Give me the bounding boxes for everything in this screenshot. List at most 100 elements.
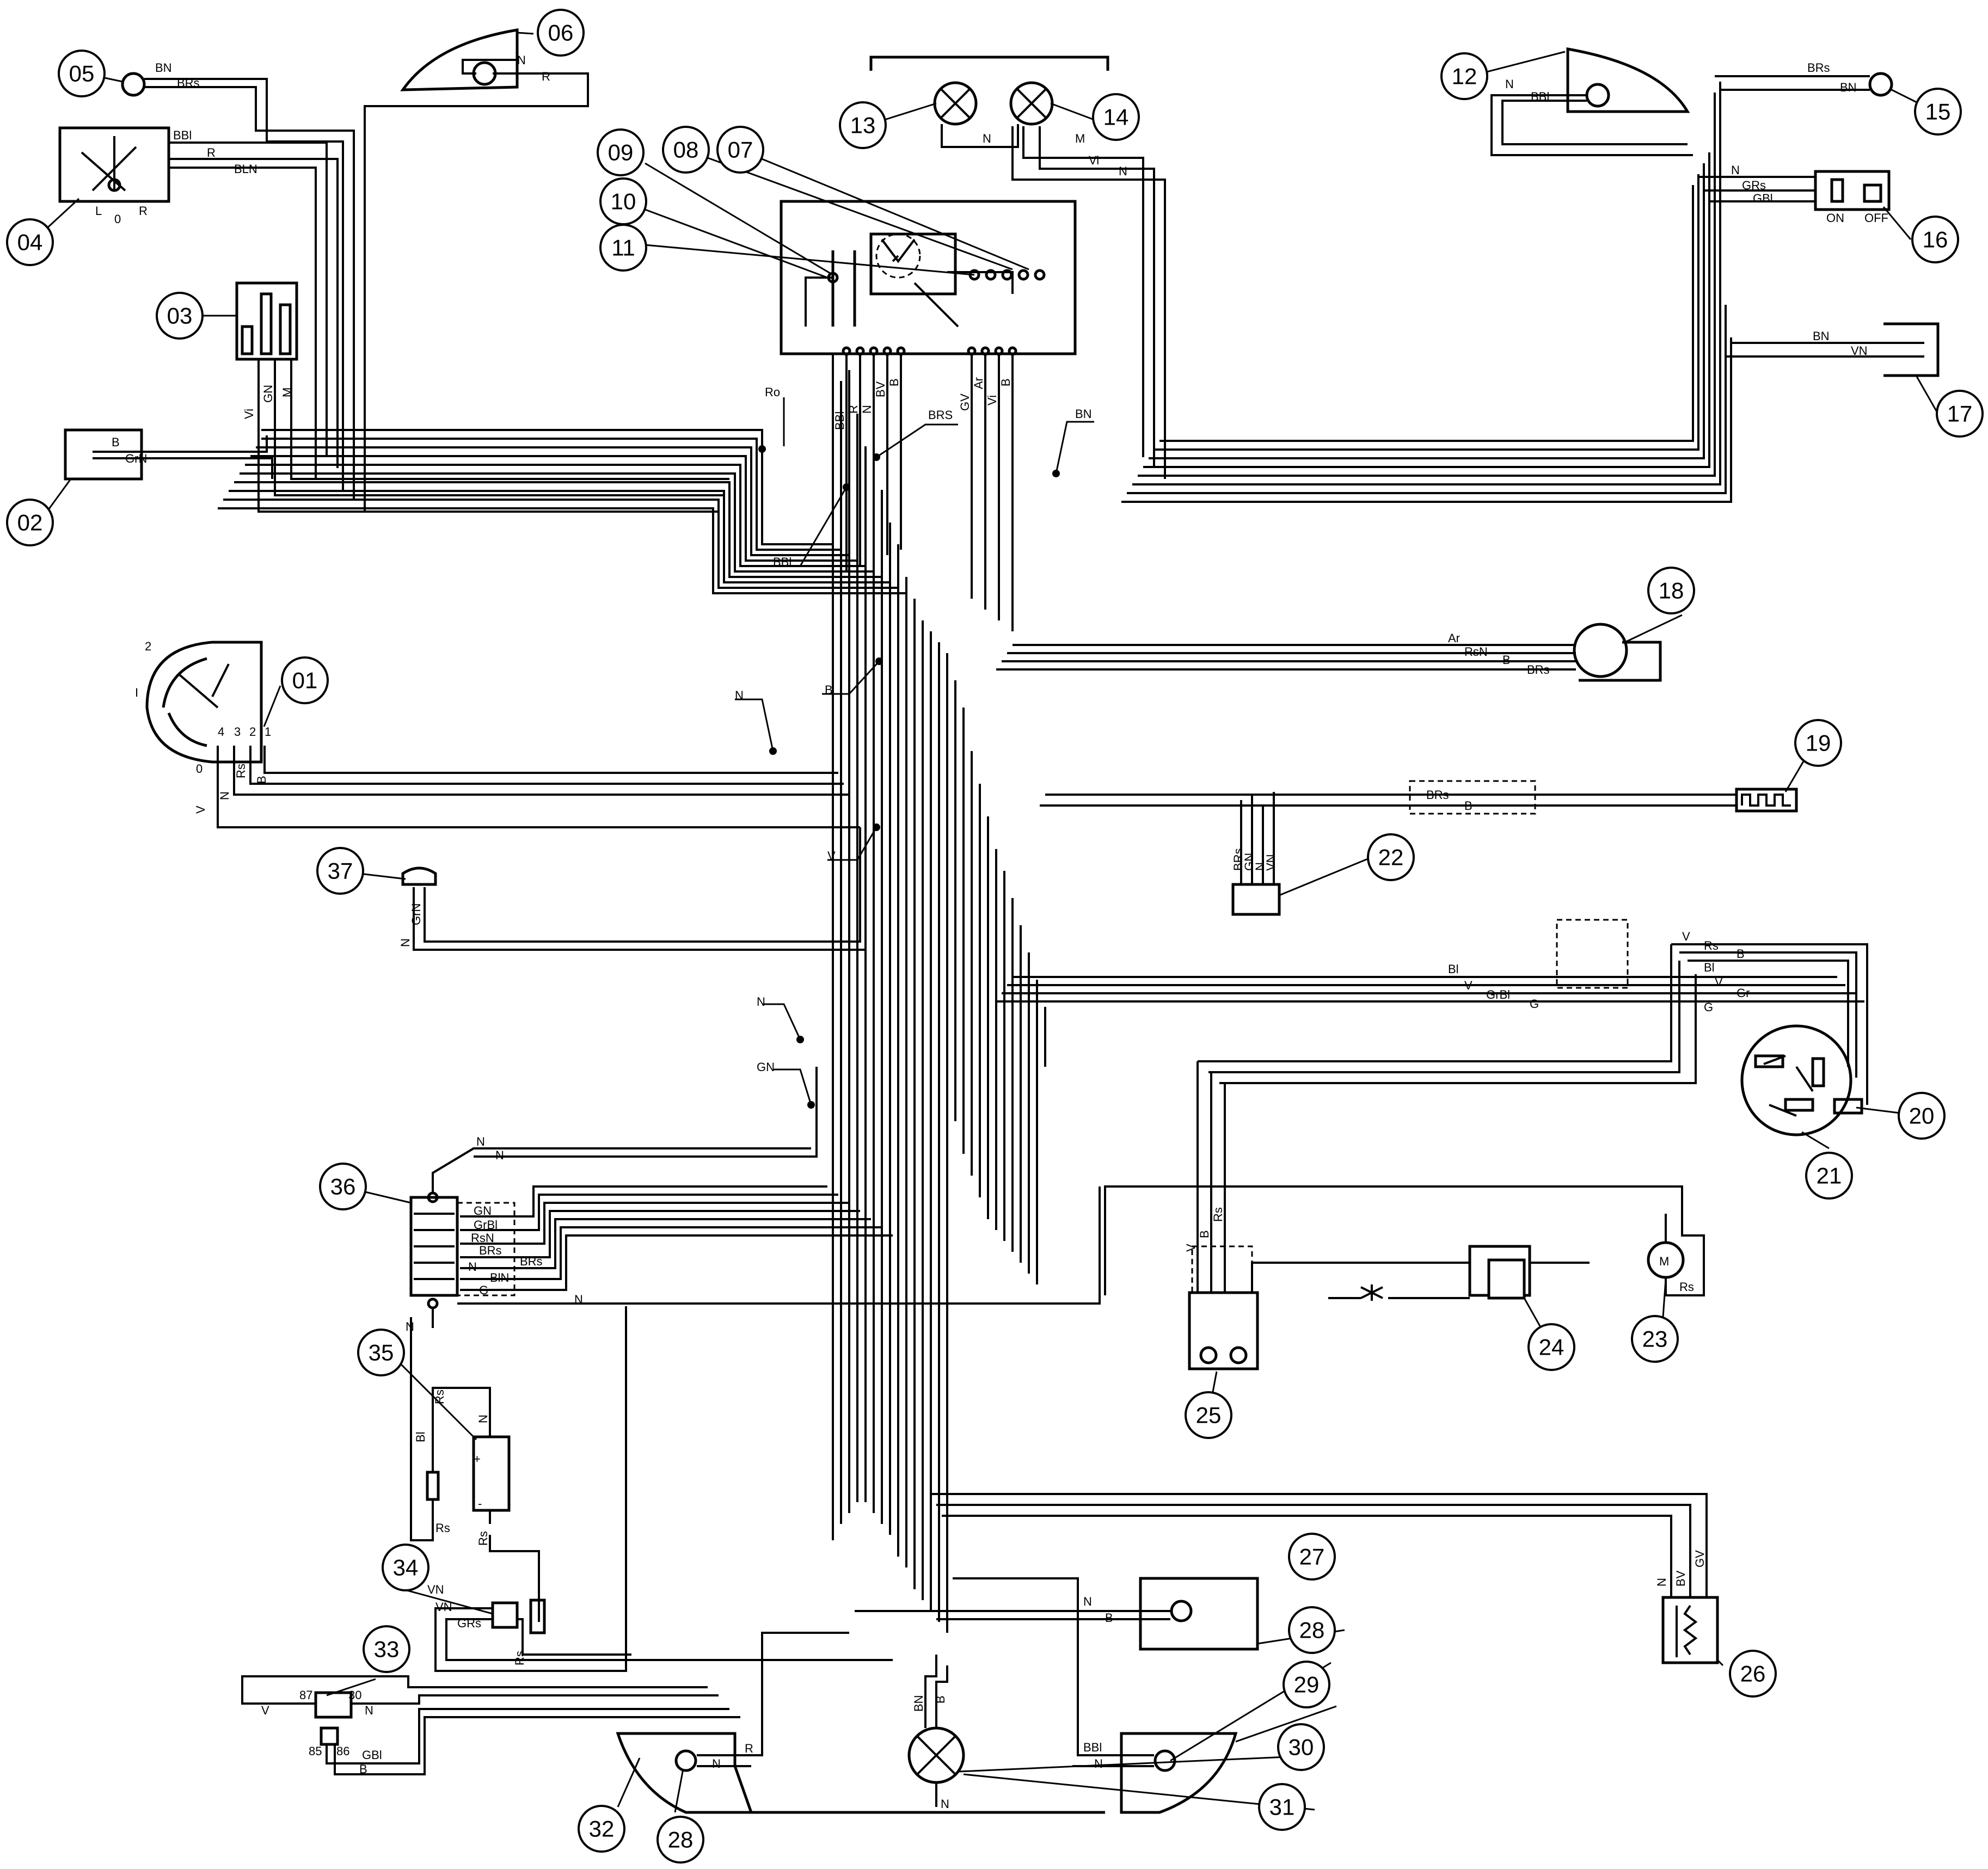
wire-n: N bbox=[476, 1415, 490, 1423]
ignition-pos-2: 2 bbox=[145, 640, 151, 653]
wire-n: N bbox=[712, 1757, 721, 1770]
wire-grn: GrN bbox=[125, 452, 147, 465]
wire-vi: Vi bbox=[1089, 153, 1099, 167]
component-06: N R bbox=[364, 28, 589, 512]
callout-01: 01 bbox=[281, 656, 329, 704]
ignition-pos-0: 0 bbox=[196, 762, 203, 776]
wire-grn: GrN bbox=[409, 903, 423, 925]
component-33: V N GBl B 87 30 85 86 bbox=[241, 1675, 740, 1776]
svg-text:33: 33 bbox=[374, 1637, 400, 1662]
callout-13: 13 bbox=[839, 101, 887, 149]
wire-bln: BLN bbox=[234, 162, 257, 176]
component-05: BN BRs bbox=[121, 61, 355, 501]
callout-11: 11 bbox=[599, 224, 647, 272]
callout-05: 05 bbox=[58, 50, 106, 97]
wire-v: V bbox=[827, 849, 836, 863]
wire-bbl: BBl bbox=[173, 128, 192, 142]
component-19: BRs B bbox=[1040, 780, 1798, 815]
ignition-pos-I: I bbox=[135, 686, 138, 699]
callout-23: 23 bbox=[1631, 1315, 1679, 1363]
wire-m: M bbox=[280, 388, 294, 397]
component-20-21: V Rs B Bl V Gr G Bl V GrBl G bbox=[996, 919, 1868, 1136]
svg-text:05: 05 bbox=[69, 61, 95, 87]
callout-36: 36 bbox=[319, 1163, 367, 1210]
callout-32: 32 bbox=[578, 1805, 625, 1853]
wire-brs: BRs bbox=[1807, 61, 1830, 75]
ignition-switch: 2 I 0 4 3 2 1 V N Rs B bbox=[135, 640, 860, 828]
callout-37: 37 bbox=[316, 847, 364, 895]
callout-04: 04 bbox=[6, 218, 54, 266]
wire-ar: Ar bbox=[1448, 631, 1460, 645]
wire-v: V bbox=[1682, 930, 1690, 943]
wire-n: N bbox=[406, 1320, 414, 1333]
wire-bn: BN bbox=[912, 1695, 925, 1712]
svg-text:26: 26 bbox=[1740, 1661, 1766, 1687]
component-18: Ar RsN B BRs bbox=[996, 623, 1662, 682]
wire-brs: BRs bbox=[1527, 663, 1550, 677]
svg-text:04: 04 bbox=[17, 230, 43, 255]
callout-08: 08 bbox=[662, 126, 710, 174]
motor-m-label: M bbox=[1659, 1255, 1669, 1268]
callout-09: 09 bbox=[597, 128, 645, 176]
svg-text:15: 15 bbox=[1925, 99, 1951, 125]
wire-b: B bbox=[1198, 1230, 1211, 1238]
ignition-pin-2: 2 bbox=[249, 725, 256, 739]
component-24 bbox=[1328, 1245, 1590, 1301]
wire-n: N bbox=[860, 405, 874, 414]
svg-text:30: 30 bbox=[1288, 1735, 1314, 1760]
ignition-pin-4: 4 bbox=[218, 725, 224, 739]
component-22: BRs GN N VN bbox=[1231, 792, 1281, 916]
svg-text:28: 28 bbox=[668, 1827, 694, 1853]
callouts: 01 02 03 04 05 06 07 08 09 10 11 12 13 1… bbox=[6, 9, 1984, 1864]
wire-gbl: GBl bbox=[362, 1748, 382, 1762]
wire-n: N bbox=[218, 791, 231, 800]
component-26: N BV GV bbox=[931, 1493, 1719, 1664]
svg-text:09: 09 bbox=[608, 140, 634, 165]
wire-gv: GV bbox=[1693, 1550, 1707, 1567]
wire-grbl: GrBl bbox=[474, 1218, 498, 1232]
wire-n: N bbox=[941, 1797, 949, 1811]
svg-text:19: 19 bbox=[1806, 730, 1831, 756]
wire-b: B bbox=[1464, 799, 1472, 813]
wire-rs: Rs bbox=[513, 1651, 526, 1665]
callout-15: 15 bbox=[1914, 88, 1962, 136]
wire-rs: Rs bbox=[435, 1521, 450, 1535]
wire-b: B bbox=[112, 435, 120, 449]
component-03: Vi GN M bbox=[235, 281, 729, 513]
wire-rs: Rs bbox=[1704, 939, 1719, 952]
trunk-labels: Ro BRS BN BBl B N V N GN bbox=[735, 385, 1094, 1109]
svg-text:34: 34 bbox=[393, 1555, 419, 1581]
callout-30: 30 bbox=[1277, 1723, 1325, 1771]
wire-b: B bbox=[999, 378, 1013, 386]
wire-rsn: RsN bbox=[471, 1231, 494, 1245]
svg-text:02: 02 bbox=[17, 510, 43, 536]
wire-n: N bbox=[1731, 163, 1740, 177]
callout-14: 14 bbox=[1092, 93, 1140, 141]
wire-gn: GN bbox=[1242, 853, 1256, 871]
svg-text:32: 32 bbox=[589, 1816, 615, 1842]
component-12: N BBl bbox=[1490, 47, 1693, 156]
wire-bbl: BBl bbox=[1083, 1741, 1102, 1754]
callout-25: 25 bbox=[1185, 1391, 1232, 1439]
callout-12: 12 bbox=[1440, 52, 1488, 100]
relay-pin-86: 86 bbox=[336, 1744, 349, 1758]
component-37: N GrN bbox=[398, 827, 867, 951]
svg-text:14: 14 bbox=[1103, 104, 1129, 130]
svg-text:06: 06 bbox=[548, 20, 574, 46]
svg-text:08: 08 bbox=[673, 137, 699, 163]
wire-rs: Rs bbox=[234, 764, 248, 778]
wire-bbl: BBl bbox=[1531, 90, 1549, 103]
battery-plus: + bbox=[474, 1452, 481, 1466]
relay-pin-87: 87 bbox=[299, 1688, 312, 1702]
wire-gbl: GBl bbox=[1753, 192, 1773, 205]
wire-vi: Vi bbox=[242, 409, 256, 419]
ignition-pin-1: 1 bbox=[265, 725, 271, 739]
wire-r: R bbox=[542, 70, 550, 83]
wire-n: N bbox=[1253, 862, 1267, 871]
wire-r: R bbox=[745, 1742, 753, 1755]
wire-rsn: RsN bbox=[1464, 645, 1488, 659]
relay-pin-85: 85 bbox=[309, 1744, 322, 1758]
svg-text:24: 24 bbox=[1539, 1335, 1564, 1360]
svg-text:16: 16 bbox=[1923, 227, 1948, 253]
